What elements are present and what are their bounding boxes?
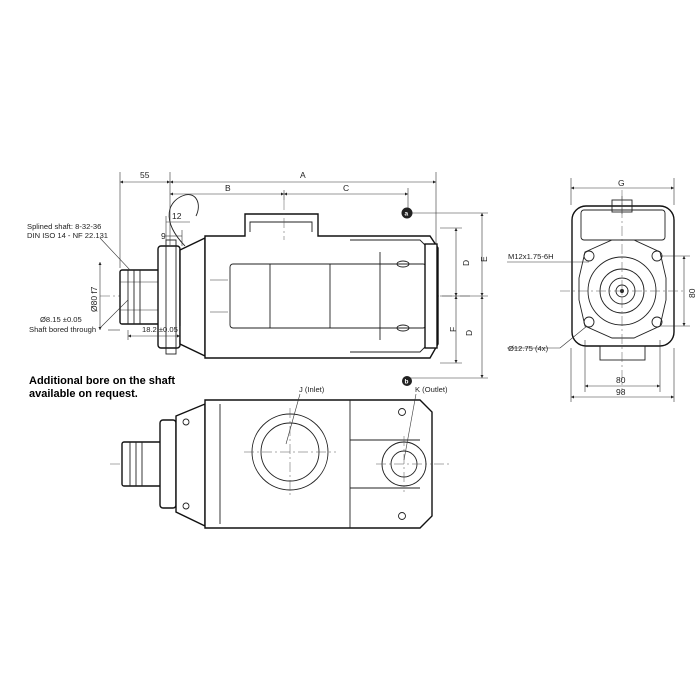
dim-d-upper: D <box>461 260 471 266</box>
dim-phi80: Ø80 f7 <box>89 286 99 312</box>
label-bore-line1: Ø8.15 ±0.05 <box>40 315 82 324</box>
note-line2: available on request. <box>29 388 138 400</box>
dim-a: A <box>300 170 306 180</box>
dim-e: E <box>479 256 489 262</box>
bottom-view <box>110 393 450 529</box>
side-view-labels: Splined shaft: 8-32-36 DIN ISO 14 - NF 2… <box>27 222 108 334</box>
port-b-label: b <box>405 379 409 386</box>
port-b-marker: b <box>402 376 412 386</box>
label-splined-line2: DIN ISO 14 - NF 22.131 <box>27 231 108 240</box>
dim-12: 12 <box>172 211 182 221</box>
side-view-dimension-texts: 55 A B C 12 9 D E F D Ø80 f7 18.2 ±0.05 <box>89 170 489 336</box>
port-a-marker: a <box>401 207 413 219</box>
dim-18-2: 18.2 ±0.05 <box>142 325 178 334</box>
side-view <box>100 194 470 359</box>
label-splined-line1: Splined shaft: 8-32-36 <box>27 222 101 231</box>
note-line1: Additional bore on the shaft <box>29 375 175 387</box>
dim-c: C <box>343 183 349 193</box>
label-holes: Ø12.75 (4x) <box>508 344 549 353</box>
dim-b: B <box>225 183 231 193</box>
dim-d-lower: D <box>464 330 474 336</box>
dim-98: 98 <box>616 387 626 397</box>
port-a-label: a <box>405 211 409 218</box>
bottom-view-labels: J (Inlet) K (Outlet) <box>299 385 448 394</box>
dim-f: F <box>448 327 458 332</box>
dim-80-vertical: 80 <box>687 288 697 298</box>
dim-g: G <box>618 178 625 188</box>
front-view-dimensions <box>507 178 690 402</box>
side-view-dimensions <box>98 172 488 379</box>
label-bore-line2: Shaft bored through <box>29 325 96 334</box>
label-thread: M12x1.75-6H <box>508 252 554 261</box>
label-inlet: J (Inlet) <box>299 385 325 394</box>
label-outlet: K (Outlet) <box>415 385 448 394</box>
dim-9: 9 <box>161 231 166 241</box>
dim-80-horizontal: 80 <box>616 375 626 385</box>
front-view-texts: G 80 80 98 M12x1.75-6H Ø12.75 (4x) <box>508 178 697 397</box>
front-view <box>560 190 684 390</box>
dim-55: 55 <box>140 170 150 180</box>
